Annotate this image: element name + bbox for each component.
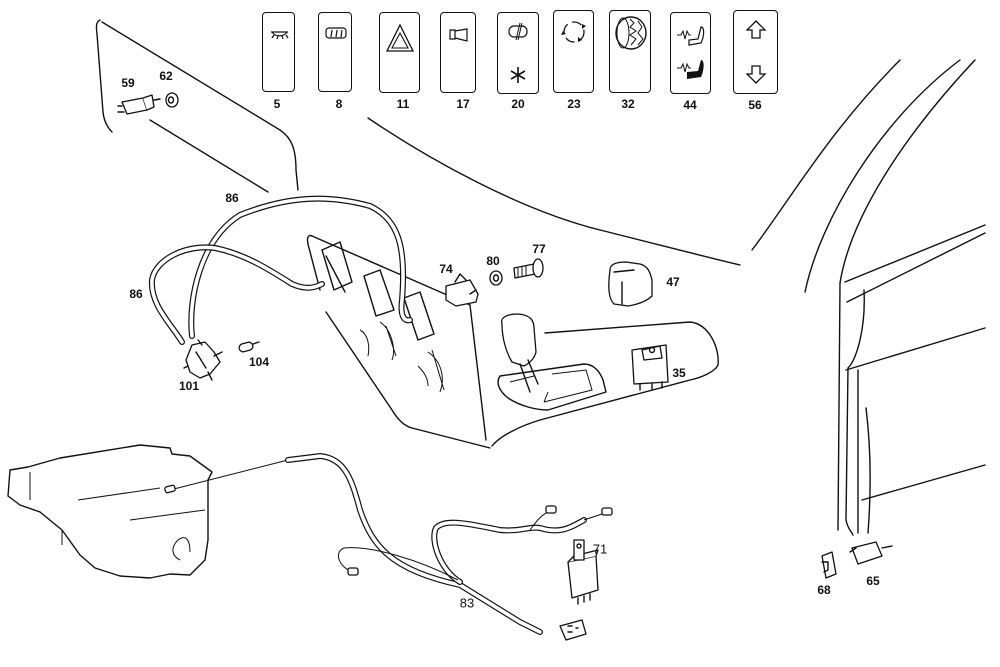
part-74-clip bbox=[445, 273, 479, 307]
heater-housing-outline bbox=[7, 444, 213, 579]
switch-button-5 bbox=[262, 12, 295, 92]
interior-light-icon bbox=[271, 31, 289, 40]
switch-button-23 bbox=[553, 10, 594, 93]
switch-button-56 bbox=[733, 10, 778, 94]
switch-label-56: 56 bbox=[748, 98, 762, 112]
part-label-71: 71 bbox=[592, 541, 608, 557]
switch-button-17 bbox=[440, 12, 476, 93]
switch-button-20 bbox=[497, 12, 539, 94]
part-label-83: 83 bbox=[459, 595, 475, 611]
air-recirculation-and-ac-snowflake-icon bbox=[508, 22, 528, 83]
up-down-arrows-icon bbox=[745, 20, 767, 84]
part-68-cap bbox=[821, 551, 837, 579]
part-label-65: 65 bbox=[866, 574, 880, 588]
part-80-washer bbox=[489, 270, 503, 286]
part-59-connector bbox=[117, 94, 161, 115]
door-frame-line-1 bbox=[844, 224, 986, 283]
heated-seat-icon bbox=[677, 26, 705, 79]
part-104-bulb bbox=[238, 341, 260, 353]
part-label-35: 35 bbox=[672, 366, 686, 380]
door-frame-line-2 bbox=[845, 327, 986, 371]
part-71-relay bbox=[567, 539, 599, 605]
switch-label-20: 20 bbox=[511, 97, 525, 111]
switch-label-32: 32 bbox=[621, 97, 635, 111]
a-pillar-inner bbox=[837, 282, 841, 531]
dashboard-top-curve bbox=[367, 117, 741, 266]
switch-label-8: 8 bbox=[335, 97, 343, 111]
switch-label-11: 11 bbox=[396, 97, 410, 111]
part-62-grommet bbox=[165, 92, 179, 108]
switch-label-44: 44 bbox=[683, 98, 697, 112]
hazard-warning-triangle-icon bbox=[385, 23, 415, 52]
part-label-86-lower: 86 bbox=[129, 287, 143, 301]
wiring-harness-83 bbox=[285, 452, 613, 641]
console-switch-plate bbox=[306, 234, 491, 449]
gear-gate-frame bbox=[497, 363, 607, 411]
a-pillar-mid bbox=[804, 59, 961, 293]
part-label-59: 59 bbox=[121, 76, 135, 90]
part-101-bulb-holder bbox=[183, 339, 223, 381]
fiber-cable-86-upper bbox=[188, 195, 413, 339]
part-label-80: 80 bbox=[486, 254, 500, 268]
part-label-104: 104 bbox=[248, 355, 270, 369]
part-label-77: 77 bbox=[532, 242, 546, 256]
tire-traction-icon bbox=[615, 16, 647, 50]
dashboard-lower-line bbox=[149, 119, 269, 193]
part-label-101: 101 bbox=[178, 379, 200, 393]
gear-shifter-knob bbox=[500, 313, 537, 367]
part-label-47: 47 bbox=[666, 275, 680, 289]
switch-label-17: 17 bbox=[456, 97, 470, 111]
switch-button-11 bbox=[379, 12, 420, 93]
switch-button-44 bbox=[670, 12, 711, 94]
part-label-86-upper: 86 bbox=[225, 191, 239, 205]
fiber-cable-86-lower bbox=[148, 244, 325, 345]
part-label-62: 62 bbox=[159, 69, 173, 83]
door-frame-line-3 bbox=[861, 464, 986, 501]
dashboard-edge-line bbox=[101, 21, 299, 191]
console-base-outline bbox=[491, 321, 719, 447]
switch-label-23: 23 bbox=[567, 97, 581, 111]
switch-button-8 bbox=[318, 12, 352, 92]
part-label-74: 74 bbox=[439, 262, 453, 276]
horn-icon bbox=[449, 28, 468, 42]
a-pillar-outer bbox=[751, 59, 901, 251]
recirculation-arrows-icon bbox=[561, 21, 586, 43]
part-label-68: 68 bbox=[817, 583, 831, 597]
dashboard-left-panel-outline bbox=[95, 19, 113, 133]
part-77-screw bbox=[513, 258, 544, 279]
switch-button-32 bbox=[609, 10, 651, 93]
part-35-window-switch bbox=[631, 344, 669, 391]
part-47-switch bbox=[608, 261, 653, 307]
rear-window-defroster-icon bbox=[325, 27, 347, 39]
switch-label-5: 5 bbox=[273, 97, 281, 111]
part-65-door-contact-switch bbox=[849, 541, 893, 565]
